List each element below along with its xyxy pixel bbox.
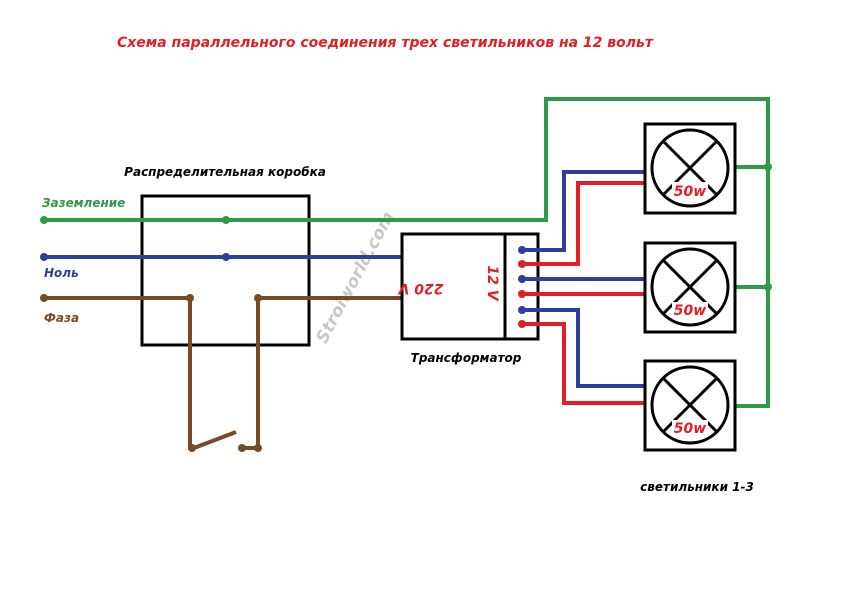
neutral-node-start	[40, 253, 48, 261]
lamp-3: 50w	[643, 359, 737, 452]
lamp-3-power: 50w	[674, 421, 706, 437]
switch-contact-b	[238, 444, 246, 452]
switch-lever	[193, 430, 237, 450]
junction-box-label: Распределительная коробка	[124, 165, 326, 179]
transformer-label: Трансформатор	[411, 351, 522, 365]
terminal-6	[518, 320, 526, 328]
ground-node-start	[40, 216, 48, 224]
ground-node-lamp-2	[764, 283, 772, 291]
lamp-1-blue-wire	[522, 170, 645, 252]
lamps-caption: светильники 1-3	[640, 480, 754, 494]
terminal-3	[518, 275, 526, 283]
ground-node-box	[222, 216, 230, 224]
lamp-3-red-wire	[522, 322, 645, 405]
diagram-title: Схема параллельного соединения трех свет…	[117, 35, 654, 51]
terminal-5	[518, 306, 526, 314]
transformer-primary-voltage: 220 V	[397, 280, 443, 296]
ground-wire	[42, 97, 770, 408]
terminal-4	[518, 290, 526, 298]
lamp-2-power: 50w	[674, 303, 706, 319]
transformer	[400, 232, 540, 341]
switch-contact-c	[254, 444, 262, 452]
junction-box	[140, 194, 311, 347]
phase-wire-from-switch	[242, 296, 402, 450]
neutral-label: Ноль	[44, 266, 79, 280]
phase-node-box-out	[254, 294, 262, 302]
phase-node-box-in	[186, 294, 194, 302]
terminal-1	[518, 246, 526, 254]
terminal-2	[518, 260, 526, 268]
lamp-1: 50w	[643, 122, 737, 215]
ground-label: Заземление	[42, 196, 125, 210]
phase-wire-to-switch	[188, 298, 194, 450]
lamp-3-blue-wire	[522, 308, 645, 388]
switch-contact-a	[188, 444, 196, 452]
phase-label: Фаза	[44, 311, 79, 325]
lamp-2: 50w	[643, 241, 737, 334]
transformer-secondary-voltage: 12 V	[484, 265, 500, 301]
neutral-node-box	[222, 253, 230, 261]
lamp-1-red-wire	[522, 181, 645, 266]
lamp-1-power: 50w	[674, 184, 706, 200]
phase-node-start	[40, 294, 48, 302]
watermark: Stroiworld.com	[312, 209, 398, 347]
ground-node-lamp-1	[764, 163, 772, 171]
